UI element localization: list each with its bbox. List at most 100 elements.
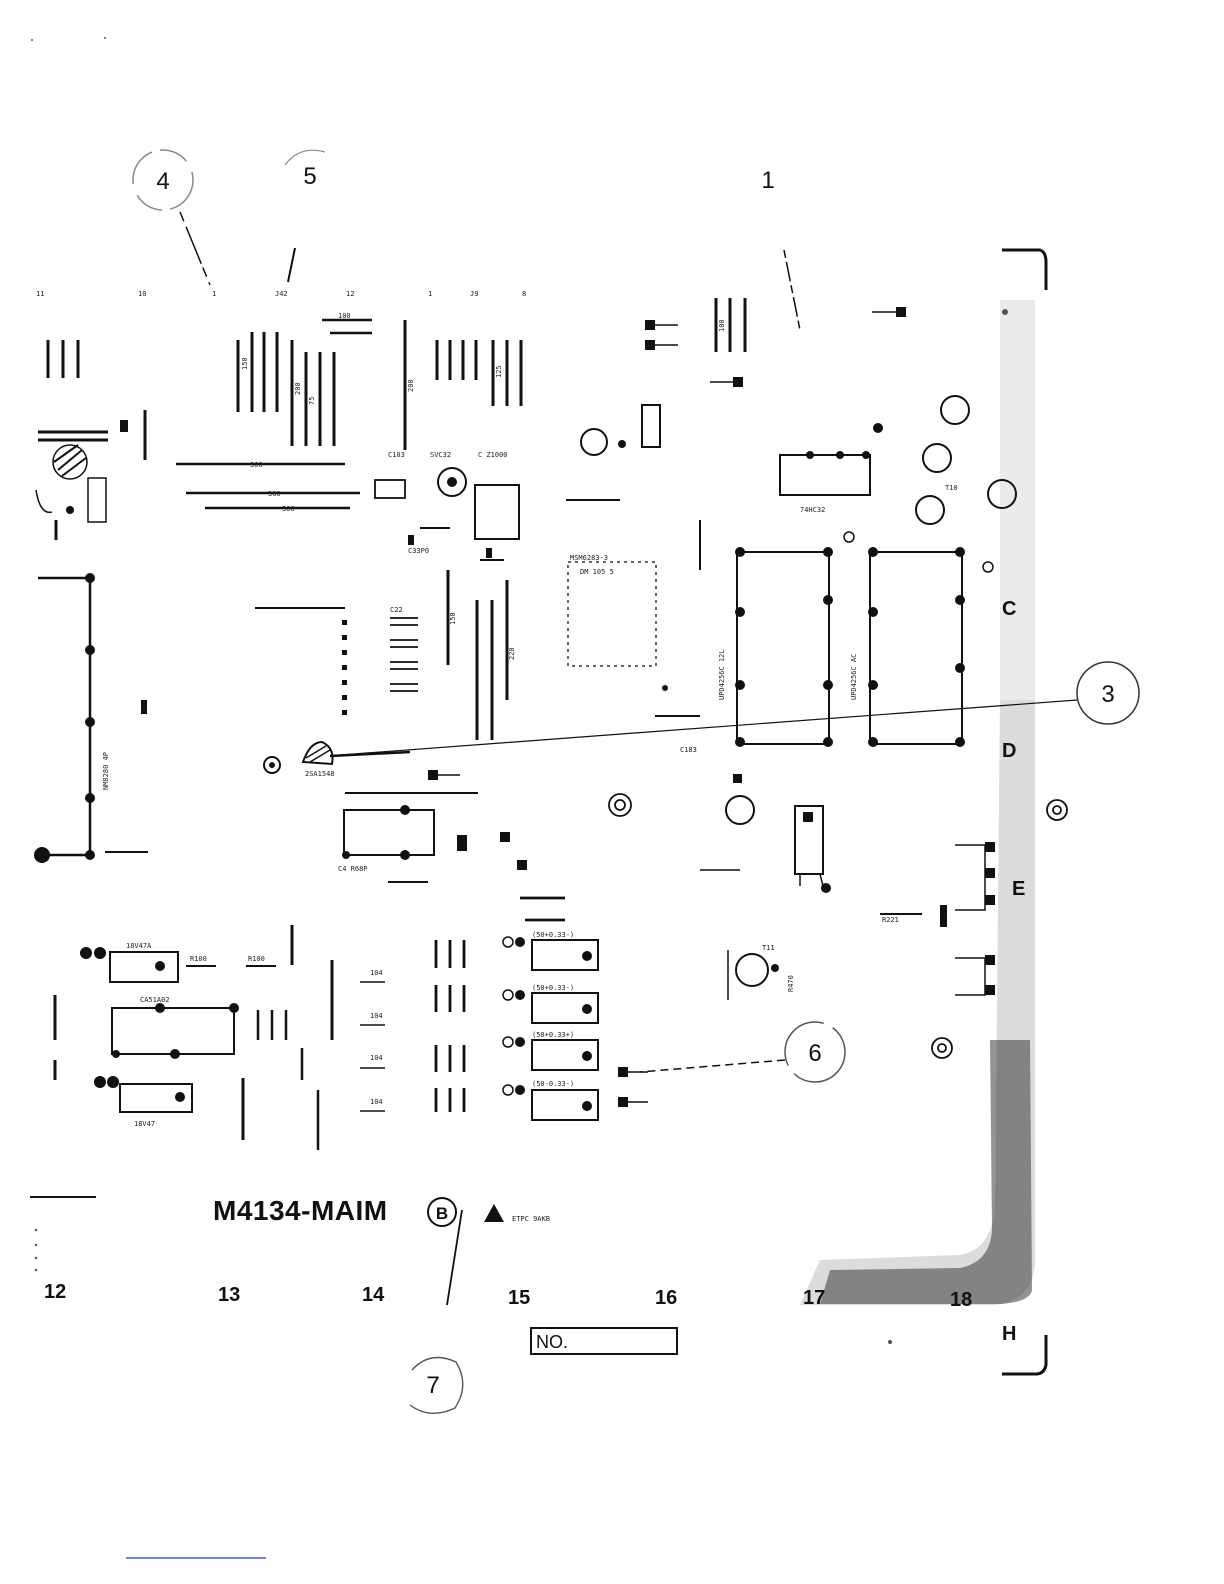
svg-text:C183: C183 xyxy=(680,746,697,754)
col-17: 17 xyxy=(803,1287,825,1309)
callout-1-label: 1 xyxy=(761,167,774,194)
top-connector-labels: 11 10 1 J42 12 1 J9 8 xyxy=(36,290,526,298)
svg-text:T10: T10 xyxy=(945,484,958,492)
ic-upd4256-b: UPD4256C AC xyxy=(850,547,965,747)
lower-mid-components: T11 R470 R221 xyxy=(700,774,947,1000)
svg-text:10: 10 xyxy=(138,290,146,298)
svg-text:J42: J42 xyxy=(275,290,288,298)
svg-text:300: 300 xyxy=(250,461,263,469)
left-components xyxy=(35,410,147,540)
svg-text:T11: T11 xyxy=(762,944,775,952)
svg-text:150: 150 xyxy=(241,357,249,370)
svg-text:1: 1 xyxy=(428,290,432,298)
upper-right-cluster: 74HC32 T10 xyxy=(566,307,1017,525)
svg-text:DM 105 5: DM 105 5 xyxy=(580,568,614,576)
mid-right-details: C183 xyxy=(655,520,994,754)
board-id: M4134-MAIM B ETPC 9AKB xyxy=(30,1195,550,1227)
horizontal-resistors-top xyxy=(176,318,372,510)
svg-text:SVC32: SVC32 xyxy=(430,451,451,459)
svg-text:8: 8 xyxy=(522,290,526,298)
resistor-array-top-left xyxy=(46,298,747,450)
number-box-label: NO. xyxy=(536,1332,568,1352)
ic-upd4256-a: UPD4256C 12L xyxy=(718,547,833,747)
svg-text:104: 104 xyxy=(370,1098,383,1106)
frame-brackets xyxy=(1002,248,1048,1376)
row-letter-d: D xyxy=(1002,740,1016,762)
callout-5-label: 5 xyxy=(303,163,316,190)
dotted-column xyxy=(255,607,347,715)
svg-text:100: 100 xyxy=(338,312,351,320)
svg-text:300: 300 xyxy=(282,505,295,513)
cap-column-c22 xyxy=(390,617,418,692)
svg-text:12: 12 xyxy=(346,290,354,298)
svg-text:200: 200 xyxy=(294,382,302,395)
transistor-2sa1548: 2SA1548 xyxy=(263,740,478,794)
resistor-pack-1: (50+0.33-) xyxy=(502,931,599,971)
svg-text:R221: R221 xyxy=(882,916,899,924)
row-letter-c: C xyxy=(1002,598,1016,620)
callout-4: 4 xyxy=(132,149,211,286)
svg-text:C103: C103 xyxy=(388,451,405,459)
svg-text:104: 104 xyxy=(370,969,383,977)
callout-7-label: 7 xyxy=(426,1372,439,1399)
col-16: 16 xyxy=(655,1287,677,1309)
svg-text:(50+0.33-): (50+0.33-) xyxy=(532,931,574,939)
center-upper-components: C103 SVC32 C Z1000 C33P0 xyxy=(374,451,520,561)
svg-text:MSM6283-3: MSM6283-3 xyxy=(570,554,608,562)
svg-text:R470: R470 xyxy=(787,975,795,992)
svg-text:UPD4256C 12L: UPD4256C 12L xyxy=(718,649,726,700)
callout-4-label: 4 xyxy=(156,168,169,195)
col-14: 14 xyxy=(362,1284,385,1306)
svg-text:100: 100 xyxy=(718,319,726,332)
callout-6: 6 xyxy=(639,1021,846,1083)
svg-text:(50+0.33+): (50+0.33+) xyxy=(532,1031,574,1039)
callout-3: 3 xyxy=(339,661,1140,756)
resistor-pack-2: (50+0.33-) xyxy=(502,984,599,1024)
col-13: 13 xyxy=(218,1284,240,1306)
svg-text:18V47: 18V47 xyxy=(134,1120,155,1128)
svg-text:200: 200 xyxy=(407,379,415,392)
board-id-label: M4134-MAIM xyxy=(213,1195,388,1226)
svg-text:150: 150 xyxy=(449,612,457,625)
board-edge-shading xyxy=(800,300,1035,1305)
board-revision: B xyxy=(436,1204,448,1223)
svg-text:C Z1000: C Z1000 xyxy=(478,451,508,459)
grid-column-numbers: 12 13 14 15 16 17 18 xyxy=(44,1281,972,1311)
number-box: NO. xyxy=(530,1327,678,1355)
ic-ca-label: CA51A02 xyxy=(140,996,170,1004)
svg-text:(50+0.33-): (50+0.33-) xyxy=(532,984,574,992)
ic-nm8280-bus: NM8280 4P xyxy=(34,573,148,863)
svg-text:2SA1548: 2SA1548 xyxy=(305,770,335,778)
resistor-values-top: 150 200 75 200 125 100 100 xyxy=(241,312,726,405)
right-edge-pads xyxy=(955,842,995,996)
svg-text:(50-0.33-): (50-0.33-) xyxy=(532,1080,574,1088)
ic-74hc32-label: 74HC32 xyxy=(800,506,825,514)
cap-c22-label: C22 xyxy=(390,606,403,614)
resistor-grid-bottom xyxy=(434,896,565,1112)
svg-text:1: 1 xyxy=(212,290,216,298)
svg-text:R100: R100 xyxy=(248,955,265,963)
grid-row-letters: C D E H xyxy=(1002,598,1025,1345)
ic-msm-outline: MSM6283-3 DM 105 5 xyxy=(567,554,657,667)
svg-text:R100: R100 xyxy=(190,955,207,963)
cap-column-104: 104 104 104 104 xyxy=(360,969,385,1112)
ic-nm-label: NM8280 4P xyxy=(102,752,110,790)
row-letter-e: E xyxy=(1012,878,1025,900)
svg-text:104: 104 xyxy=(370,1012,383,1020)
resistor-pack-4: (50-0.33-) xyxy=(502,1080,599,1121)
row-letter-h: H xyxy=(1002,1323,1016,1345)
svg-text:75: 75 xyxy=(308,397,316,405)
svg-text:UPD4256C AC: UPD4256C AC xyxy=(850,654,858,700)
svg-text:104: 104 xyxy=(370,1054,383,1062)
bottom-left-components: 18V47A R100 R100 CA51A02 18V47 xyxy=(53,925,334,1150)
callout-5: 5 xyxy=(284,149,326,283)
svg-text:C4 R68P: C4 R68P xyxy=(338,865,368,873)
svg-text:11: 11 xyxy=(36,290,44,298)
col-12: 12 xyxy=(44,1281,66,1303)
resistor-packs: (50+0.33-) (50+0.33-) (50+0.33+) (50-0.3… xyxy=(502,931,648,1121)
col-18: 18 xyxy=(950,1289,972,1311)
callout-1: 1 xyxy=(761,167,801,331)
callout-3-label: 3 xyxy=(1101,681,1114,708)
svg-text:C33P0: C33P0 xyxy=(408,547,429,555)
